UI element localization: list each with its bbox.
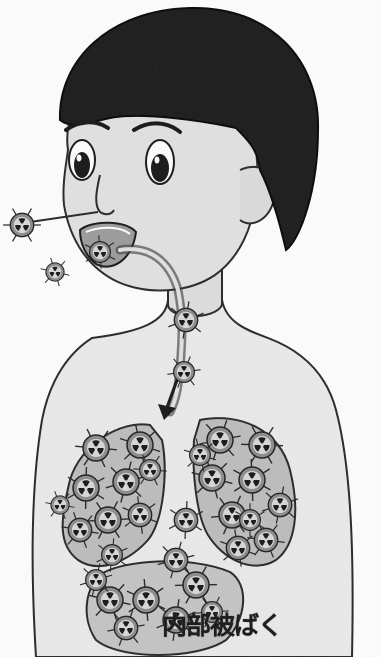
caption-internal-exposure: 内部被ばく bbox=[162, 606, 282, 642]
